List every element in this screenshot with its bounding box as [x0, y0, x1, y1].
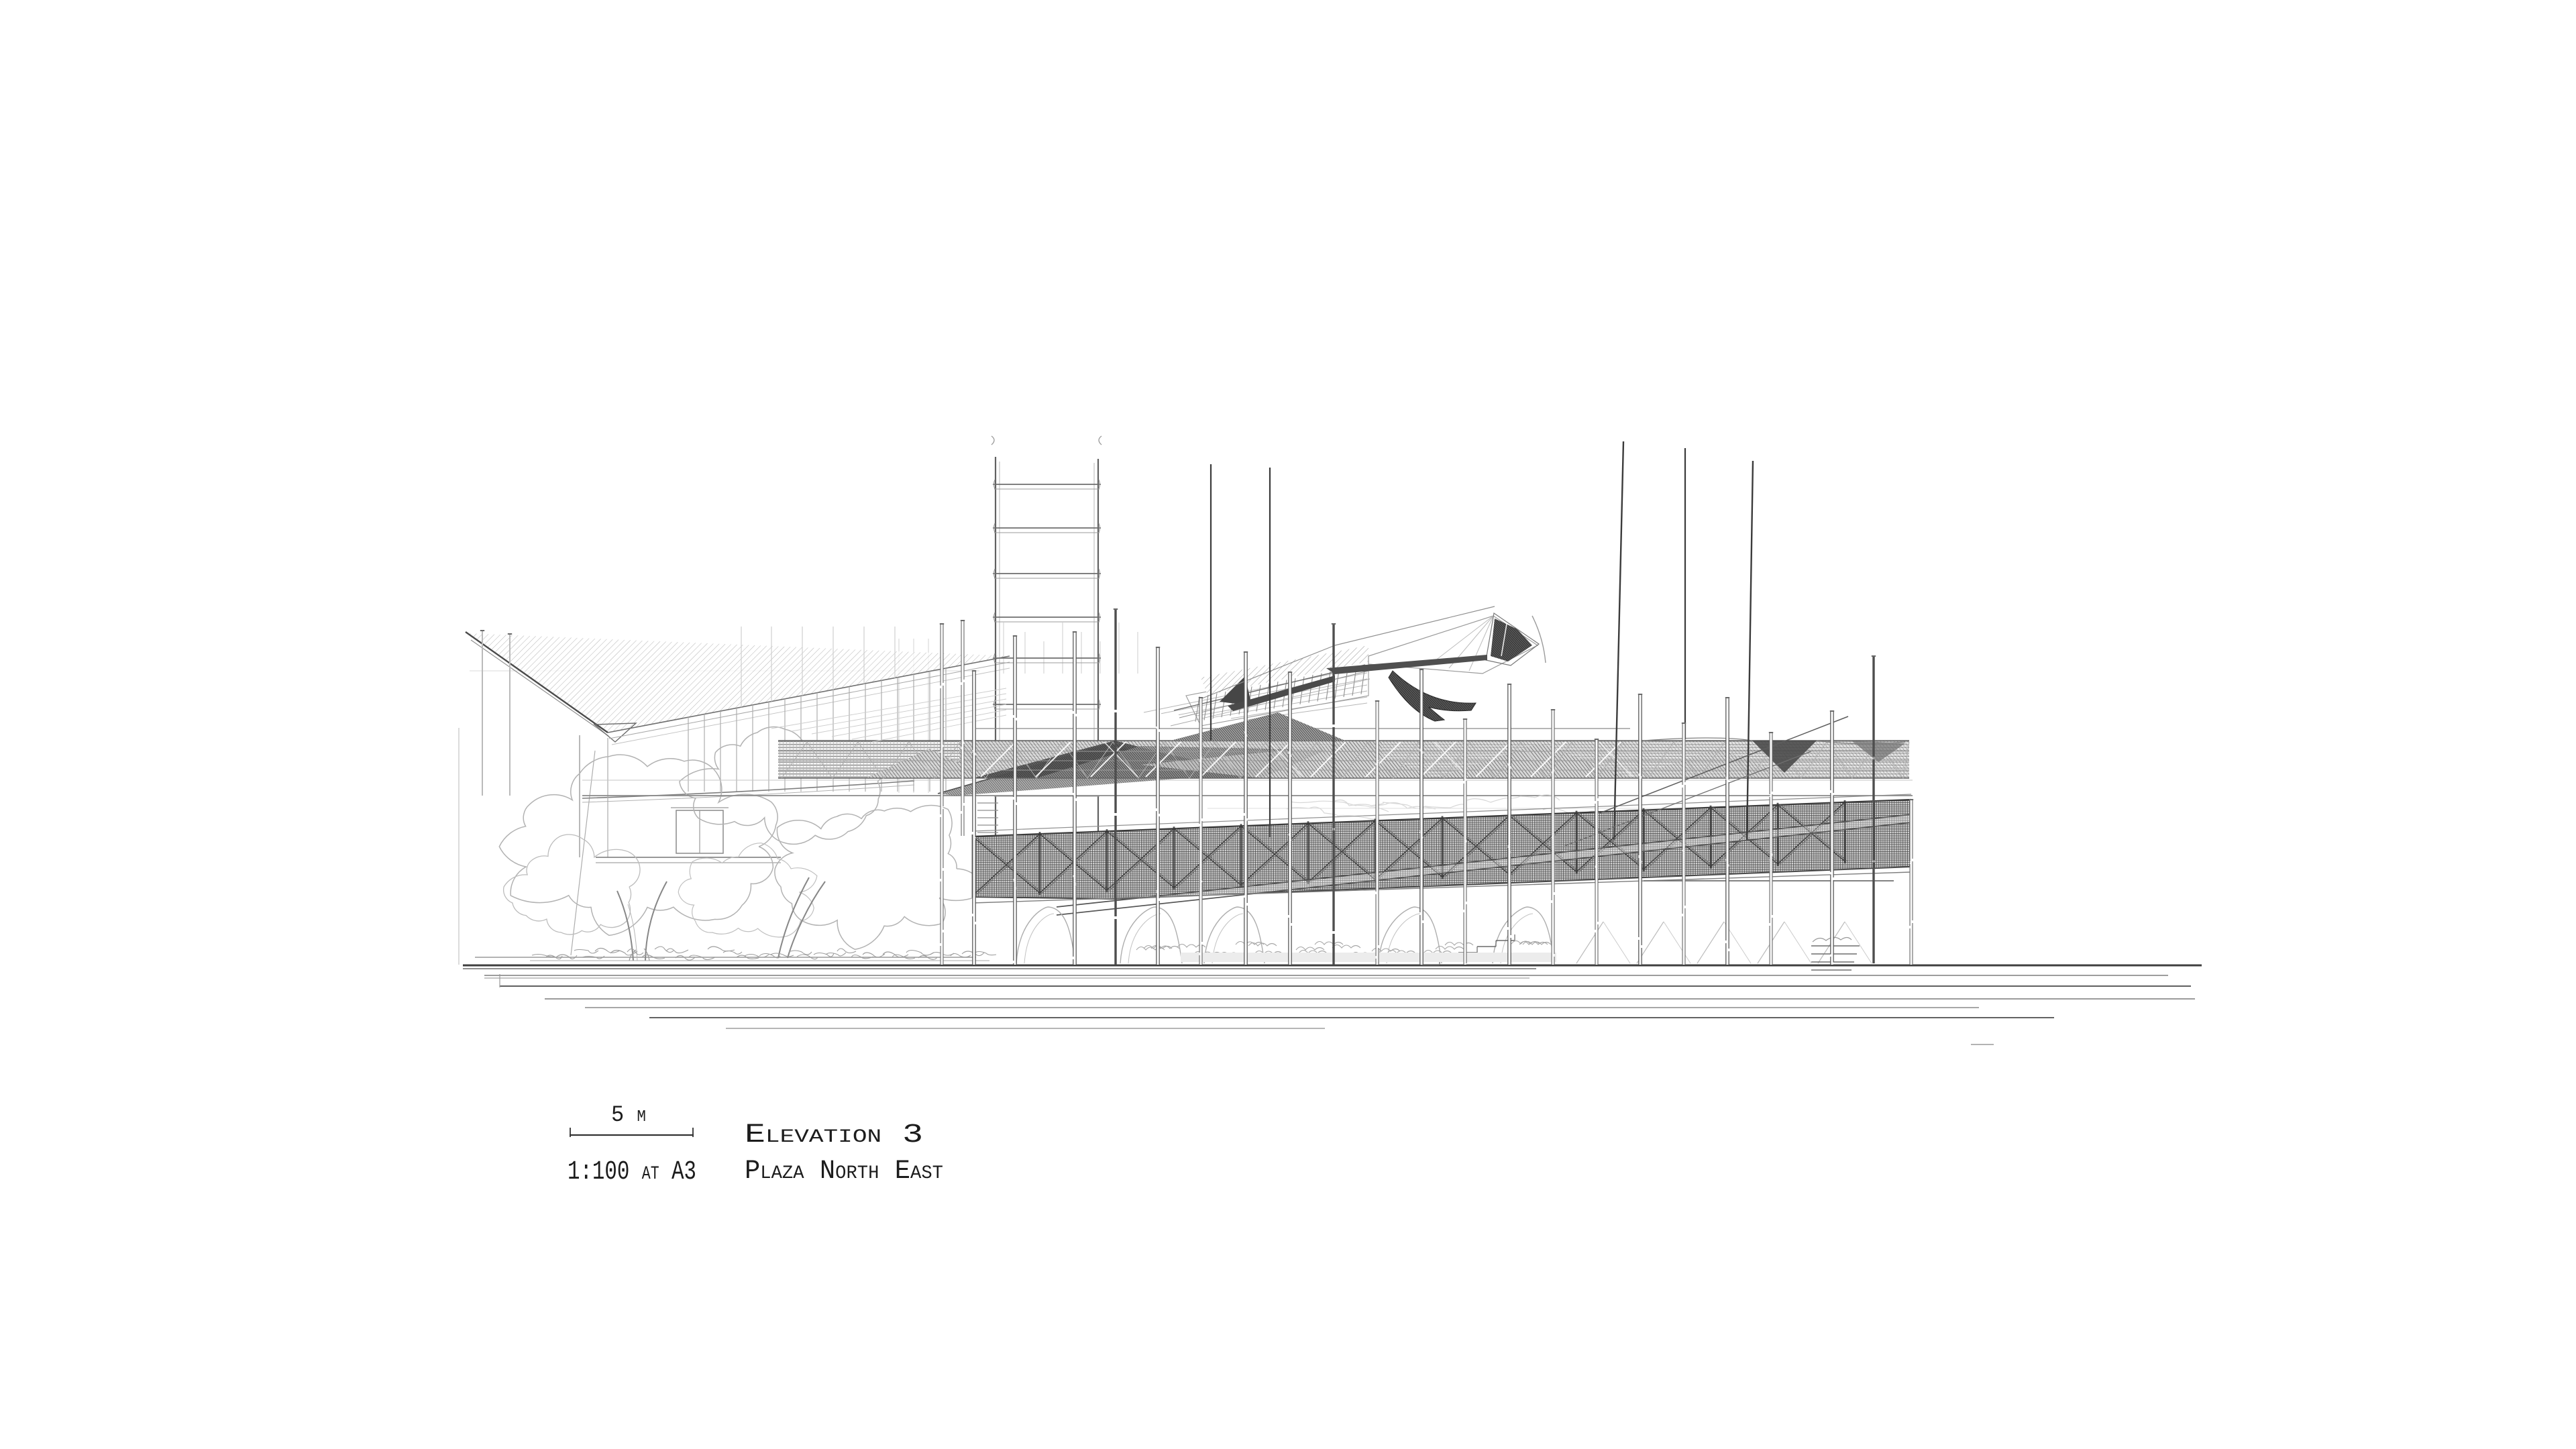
svg-text:Elevation 3: Elevation 3	[745, 1120, 923, 1150]
svg-text:5 m: 5 m	[611, 1103, 646, 1128]
svg-text:1:100 at A3: 1:100 at A3	[568, 1157, 696, 1187]
svg-text:Plaza North East: Plaza North East	[745, 1157, 943, 1187]
